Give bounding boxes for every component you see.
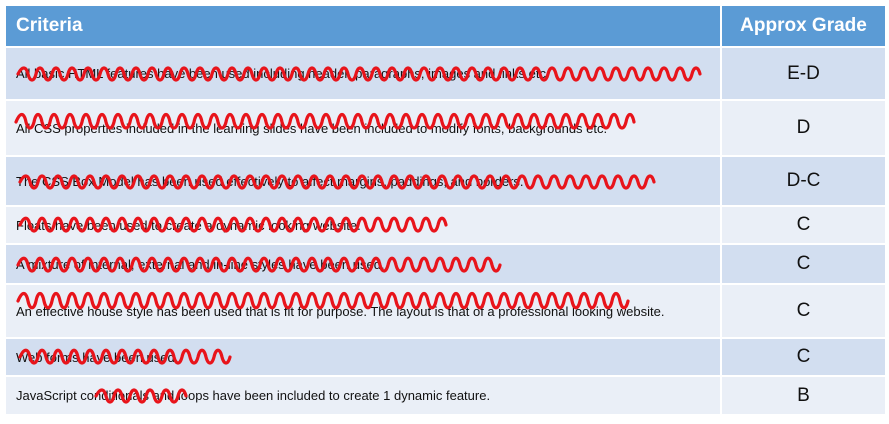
grade-cell: C <box>720 243 887 285</box>
rubric-table: Criteria Approx Grade All basic HTML fea… <box>4 4 887 416</box>
table-row: An effective house style has been used t… <box>4 283 887 339</box>
grade-cell: C <box>720 337 887 377</box>
criteria-cell: Web forms have been used. <box>4 337 722 377</box>
table-row: All CSS properties included in the learn… <box>4 99 887 157</box>
grade-header: Approx Grade <box>720 4 887 48</box>
grade-cell: B <box>720 375 887 416</box>
criteria-header: Criteria <box>4 4 722 48</box>
grade-cell: D-C <box>720 155 887 207</box>
criteria-cell: A mixture of internal, external and in-l… <box>4 243 722 285</box>
criteria-cell: An effective house style has been used t… <box>4 283 722 339</box>
table-row: Floats have been used to create a dynami… <box>4 205 887 245</box>
criteria-cell: The CSS Box Model has been used effectiv… <box>4 155 722 207</box>
rubric-container: Criteria Approx Grade All basic HTML fea… <box>4 4 887 416</box>
table-row: Web forms have been used. C <box>4 337 887 377</box>
header-row: Criteria Approx Grade <box>4 4 887 48</box>
table-row: The CSS Box Model has been used effectiv… <box>4 155 887 207</box>
grade-cell: E-D <box>720 46 887 101</box>
grade-cell: C <box>720 205 887 245</box>
criteria-cell: Floats have been used to create a dynami… <box>4 205 722 245</box>
table-row: All basic HTML features have been used i… <box>4 46 887 101</box>
criteria-cell: All CSS properties included in the learn… <box>4 99 722 157</box>
grade-cell: D <box>720 99 887 157</box>
table-row: A mixture of internal, external and in-l… <box>4 243 887 285</box>
criteria-cell: All basic HTML features have been used i… <box>4 46 722 101</box>
table-row: JavaScript conditionals and loops have b… <box>4 375 887 416</box>
criteria-cell: JavaScript conditionals and loops have b… <box>4 375 722 416</box>
grade-cell: C <box>720 283 887 339</box>
